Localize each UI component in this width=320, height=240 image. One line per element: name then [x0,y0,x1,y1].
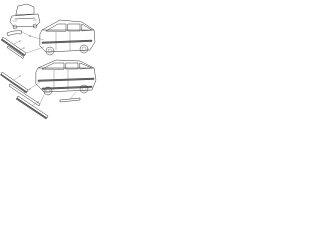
front-fascia-leader [21,31,31,37]
upper-minivan-body-molding [41,39,93,44]
lower-minivan-leader-a [27,81,41,91]
front-view-vehicle [9,3,41,30]
lower-molding-callout-1 [19,75,21,77]
lower-side-molding-shading [0,73,28,94]
upper-molding-leader-1 [13,40,21,45]
upper-rocker-molding [6,45,25,59]
front-fascia-molding-part [6,30,23,37]
lower-minivan-roof [37,59,95,69]
rear-trim-piece [59,91,81,103]
upper-minivan-window-rear [81,23,93,32]
upper-minivan-body [39,29,96,53]
upper-minivan-rear-wheel [79,44,89,54]
lower-molding-leader-2 [23,88,31,94]
rear-trim-leader [69,91,77,100]
upper-minivan [25,19,96,56]
upper-minivan-window-front [45,23,67,32]
upper-molding-callout-2 [23,47,25,49]
lower-minivan [27,59,97,105]
upper-minivan-rear-hub [81,46,87,52]
upper-molding-leader-2 [17,47,25,52]
front-vehicle-left-wheel [12,24,18,30]
upper-minivan-leader-a [29,35,45,41]
upper-minivan-leader-b [25,46,45,54]
upper-minivan-window-middle [67,23,81,32]
front-fascia-molding [6,30,31,37]
rear-trim-part [59,97,81,103]
lower-minivan-front-hub [45,88,51,94]
lower-minivan-body-molding [37,77,95,82]
upper-side-moldings [0,36,27,59]
parts-diagram [0,0,98,120]
upper-minivan-roof [41,19,95,31]
lower-minivan-body [35,67,97,93]
front-vehicle-headlamps [12,19,38,22]
lower-rocker-molding [8,83,41,107]
lower-minivan-front-wheel [43,86,53,96]
upper-minivan-front-hub [47,48,53,54]
front-vehicle-grille [14,17,36,20]
lower-minivan-rear-hub [81,86,87,92]
lower-minivan-window-front [41,62,65,70]
lower-sill-shading [15,97,48,120]
front-vehicle-body [9,13,41,28]
lower-minivan-leader-b [39,89,47,105]
lower-molding-leader-1 [13,75,21,81]
diagram-svg [0,3,97,120]
lower-minivan-window-rear [79,62,93,70]
upper-minivan-front-wheel [45,46,55,56]
lower-minivan-window-middle [65,62,79,70]
front-vehicle-windshield [15,3,35,16]
upper-molding-callout-1 [19,40,21,42]
lower-minivan-rocker-molding [41,85,93,90]
lower-molding-callout-3 [37,101,39,103]
front-vehicle-right-wheel [32,23,38,29]
lower-molding-leader-3 [31,101,39,107]
lower-minivan-rear-wheel [79,84,89,94]
upper-side-molding-shading [0,38,26,57]
lower-side-moldings [0,71,49,120]
